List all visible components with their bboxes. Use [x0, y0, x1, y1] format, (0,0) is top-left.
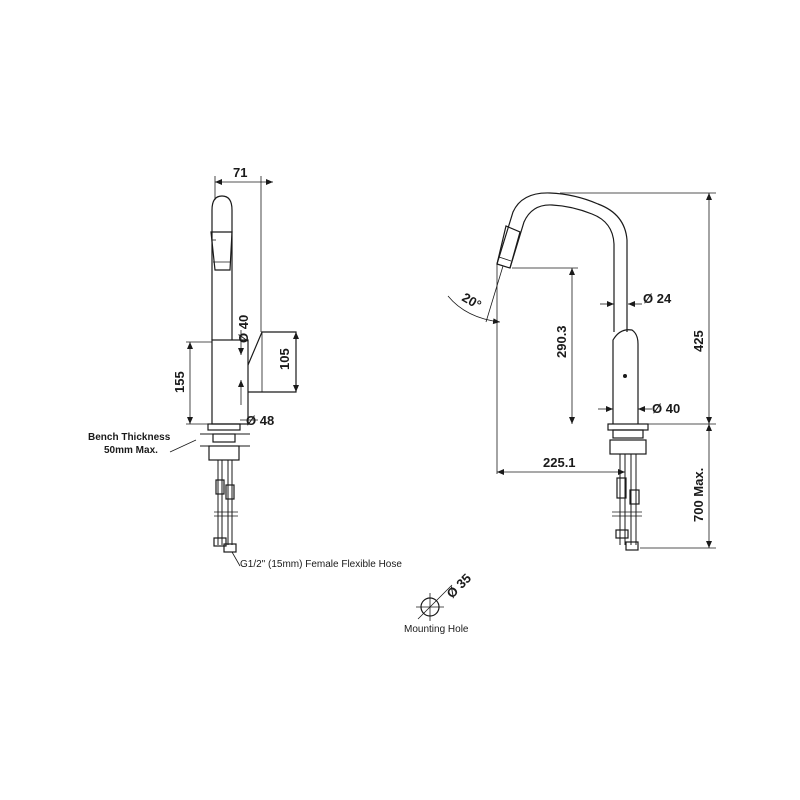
mounting-hole: Ø 35 Mounting Hole: [404, 571, 474, 635]
dim-d40f-text: Ø 40: [652, 401, 680, 416]
dim-155-text: 155: [172, 371, 187, 393]
angle-arc: [447, 295, 501, 325]
spray-head: [210, 231, 233, 271]
spout-column: [211, 195, 233, 340]
tap-body: [211, 339, 249, 425]
bench-label-2: 50mm Max.: [104, 445, 158, 456]
spout-outer: [496, 192, 628, 332]
dim-105-text: 105: [277, 348, 292, 370]
shank: [212, 433, 236, 443]
dim-700-text: 700 Max.: [691, 468, 706, 522]
dim-angle-text: 20°: [460, 290, 485, 313]
hose-nut: [213, 537, 227, 547]
front-hoses: [619, 454, 637, 545]
hose-leader: [231, 551, 241, 567]
base-plate: [207, 423, 241, 431]
spout-inner: [509, 204, 615, 332]
dim-225-text: 225.1: [543, 455, 576, 470]
front-base-plate: [607, 423, 649, 431]
front-hose-fitting: [629, 489, 640, 505]
front-backnut: [609, 439, 647, 455]
dim-71-text: 71: [233, 165, 247, 180]
mounting-hole-label: Mounting Hole: [404, 624, 469, 635]
front-spray-head: [496, 225, 521, 269]
front-hose-nut: [615, 529, 629, 539]
front-view: 20° 290.3 Ø 24 Ø 40 425 225.1 700 Max.: [447, 192, 716, 551]
angle-line: [485, 265, 504, 323]
dim-d40-text: Ø 40: [236, 315, 251, 343]
bench-label-1: Bench Thickness: [88, 432, 171, 443]
bench-leader: [169, 439, 197, 453]
backnut: [208, 445, 240, 461]
front-hose-fitting: [616, 477, 627, 499]
dim-d24-text: Ø 24: [643, 291, 672, 306]
front-tap-body: [612, 329, 639, 424]
dim-425-text: 425: [691, 330, 706, 352]
spray-detail: [498, 256, 512, 262]
hose-fitting: [215, 479, 225, 495]
hose-label: G1/2" (15mm) Female Flexible Hose: [240, 559, 402, 570]
dim-line-d35: [417, 584, 453, 620]
front-shank: [612, 429, 644, 439]
hose-fitting: [225, 484, 235, 500]
side-view: 71 Ø 40 155 105 Ø 48 B: [88, 165, 402, 570]
indicator-dot: [623, 374, 627, 378]
hose-nut: [223, 543, 237, 553]
front-hose-nut: [625, 541, 639, 551]
dim-d48-text: Ø 48: [246, 413, 274, 428]
dim-d35-text: Ø 35: [444, 571, 475, 602]
flexible-hoses: [217, 460, 233, 545]
dim-290-text: 290.3: [554, 325, 569, 358]
